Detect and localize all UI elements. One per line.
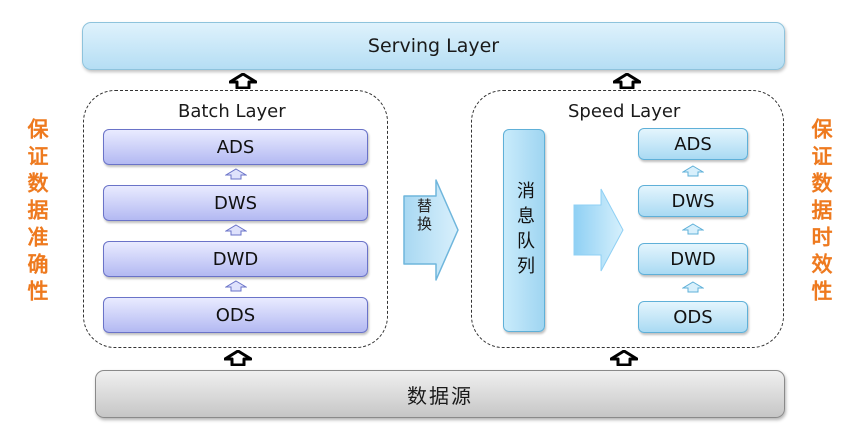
speed-ads-box: ADS	[638, 128, 748, 160]
source-to-speed-arrow-icon	[610, 350, 638, 366]
serving-layer: Serving Layer	[82, 22, 785, 70]
accuracy-side-label: 保证数据准确性	[25, 118, 49, 307]
batch-dws-label: DWS	[213, 192, 258, 214]
replace-label: 替换	[415, 198, 433, 234]
speed-dws-label: DWS	[671, 190, 715, 212]
speed-dwd-label: DWD	[670, 248, 716, 270]
speed-ods-box: ODS	[638, 301, 748, 333]
speed-layer-title: Speed Layer	[568, 101, 681, 122]
serving-layer-label: Serving Layer	[367, 35, 500, 57]
batch-ods-label: ODS	[215, 304, 256, 326]
queue-to-speed-arrow-icon	[573, 188, 624, 272]
batch-dws-to-ads-arrow-icon	[225, 168, 247, 180]
batch-dwd-to-dws-arrow-icon	[225, 224, 247, 236]
data-source-label: 数据源	[407, 383, 473, 408]
batch-layer-title: Batch Layer	[178, 101, 286, 122]
batch-ads-label: ADS	[216, 136, 255, 158]
speed-layer-group	[471, 90, 784, 348]
speed-dws-box: DWS	[638, 185, 748, 217]
data-source-layer: 数据源	[95, 370, 785, 418]
message-queue-box: 消息队列	[503, 129, 545, 332]
batch-ods-to-dwd-arrow-icon	[225, 280, 247, 292]
batch-dwd-label: DWD	[212, 248, 259, 270]
batch-dws-box: DWS	[103, 185, 368, 221]
batch-to-serving-arrow-icon	[229, 73, 257, 89]
speed-to-serving-arrow-icon	[613, 73, 641, 89]
batch-ods-box: ODS	[103, 297, 368, 333]
speed-ods-to-dwd-arrow-icon	[682, 281, 704, 293]
speed-dws-to-ads-arrow-icon	[682, 165, 704, 177]
speed-dwd-box: DWD	[638, 243, 748, 275]
source-to-batch-arrow-icon	[224, 350, 252, 366]
batch-dwd-box: DWD	[103, 241, 368, 277]
batch-ads-box: ADS	[103, 129, 368, 165]
speed-dwd-to-dws-arrow-icon	[682, 223, 704, 235]
replace-arrow-icon	[403, 179, 459, 281]
batch-layer-group	[83, 90, 388, 348]
message-queue-label: 消息队列	[514, 180, 535, 281]
timeliness-side-label: 保证数据时效性	[809, 118, 833, 307]
speed-ods-label: ODS	[673, 306, 713, 328]
speed-ads-label: ADS	[674, 133, 712, 155]
